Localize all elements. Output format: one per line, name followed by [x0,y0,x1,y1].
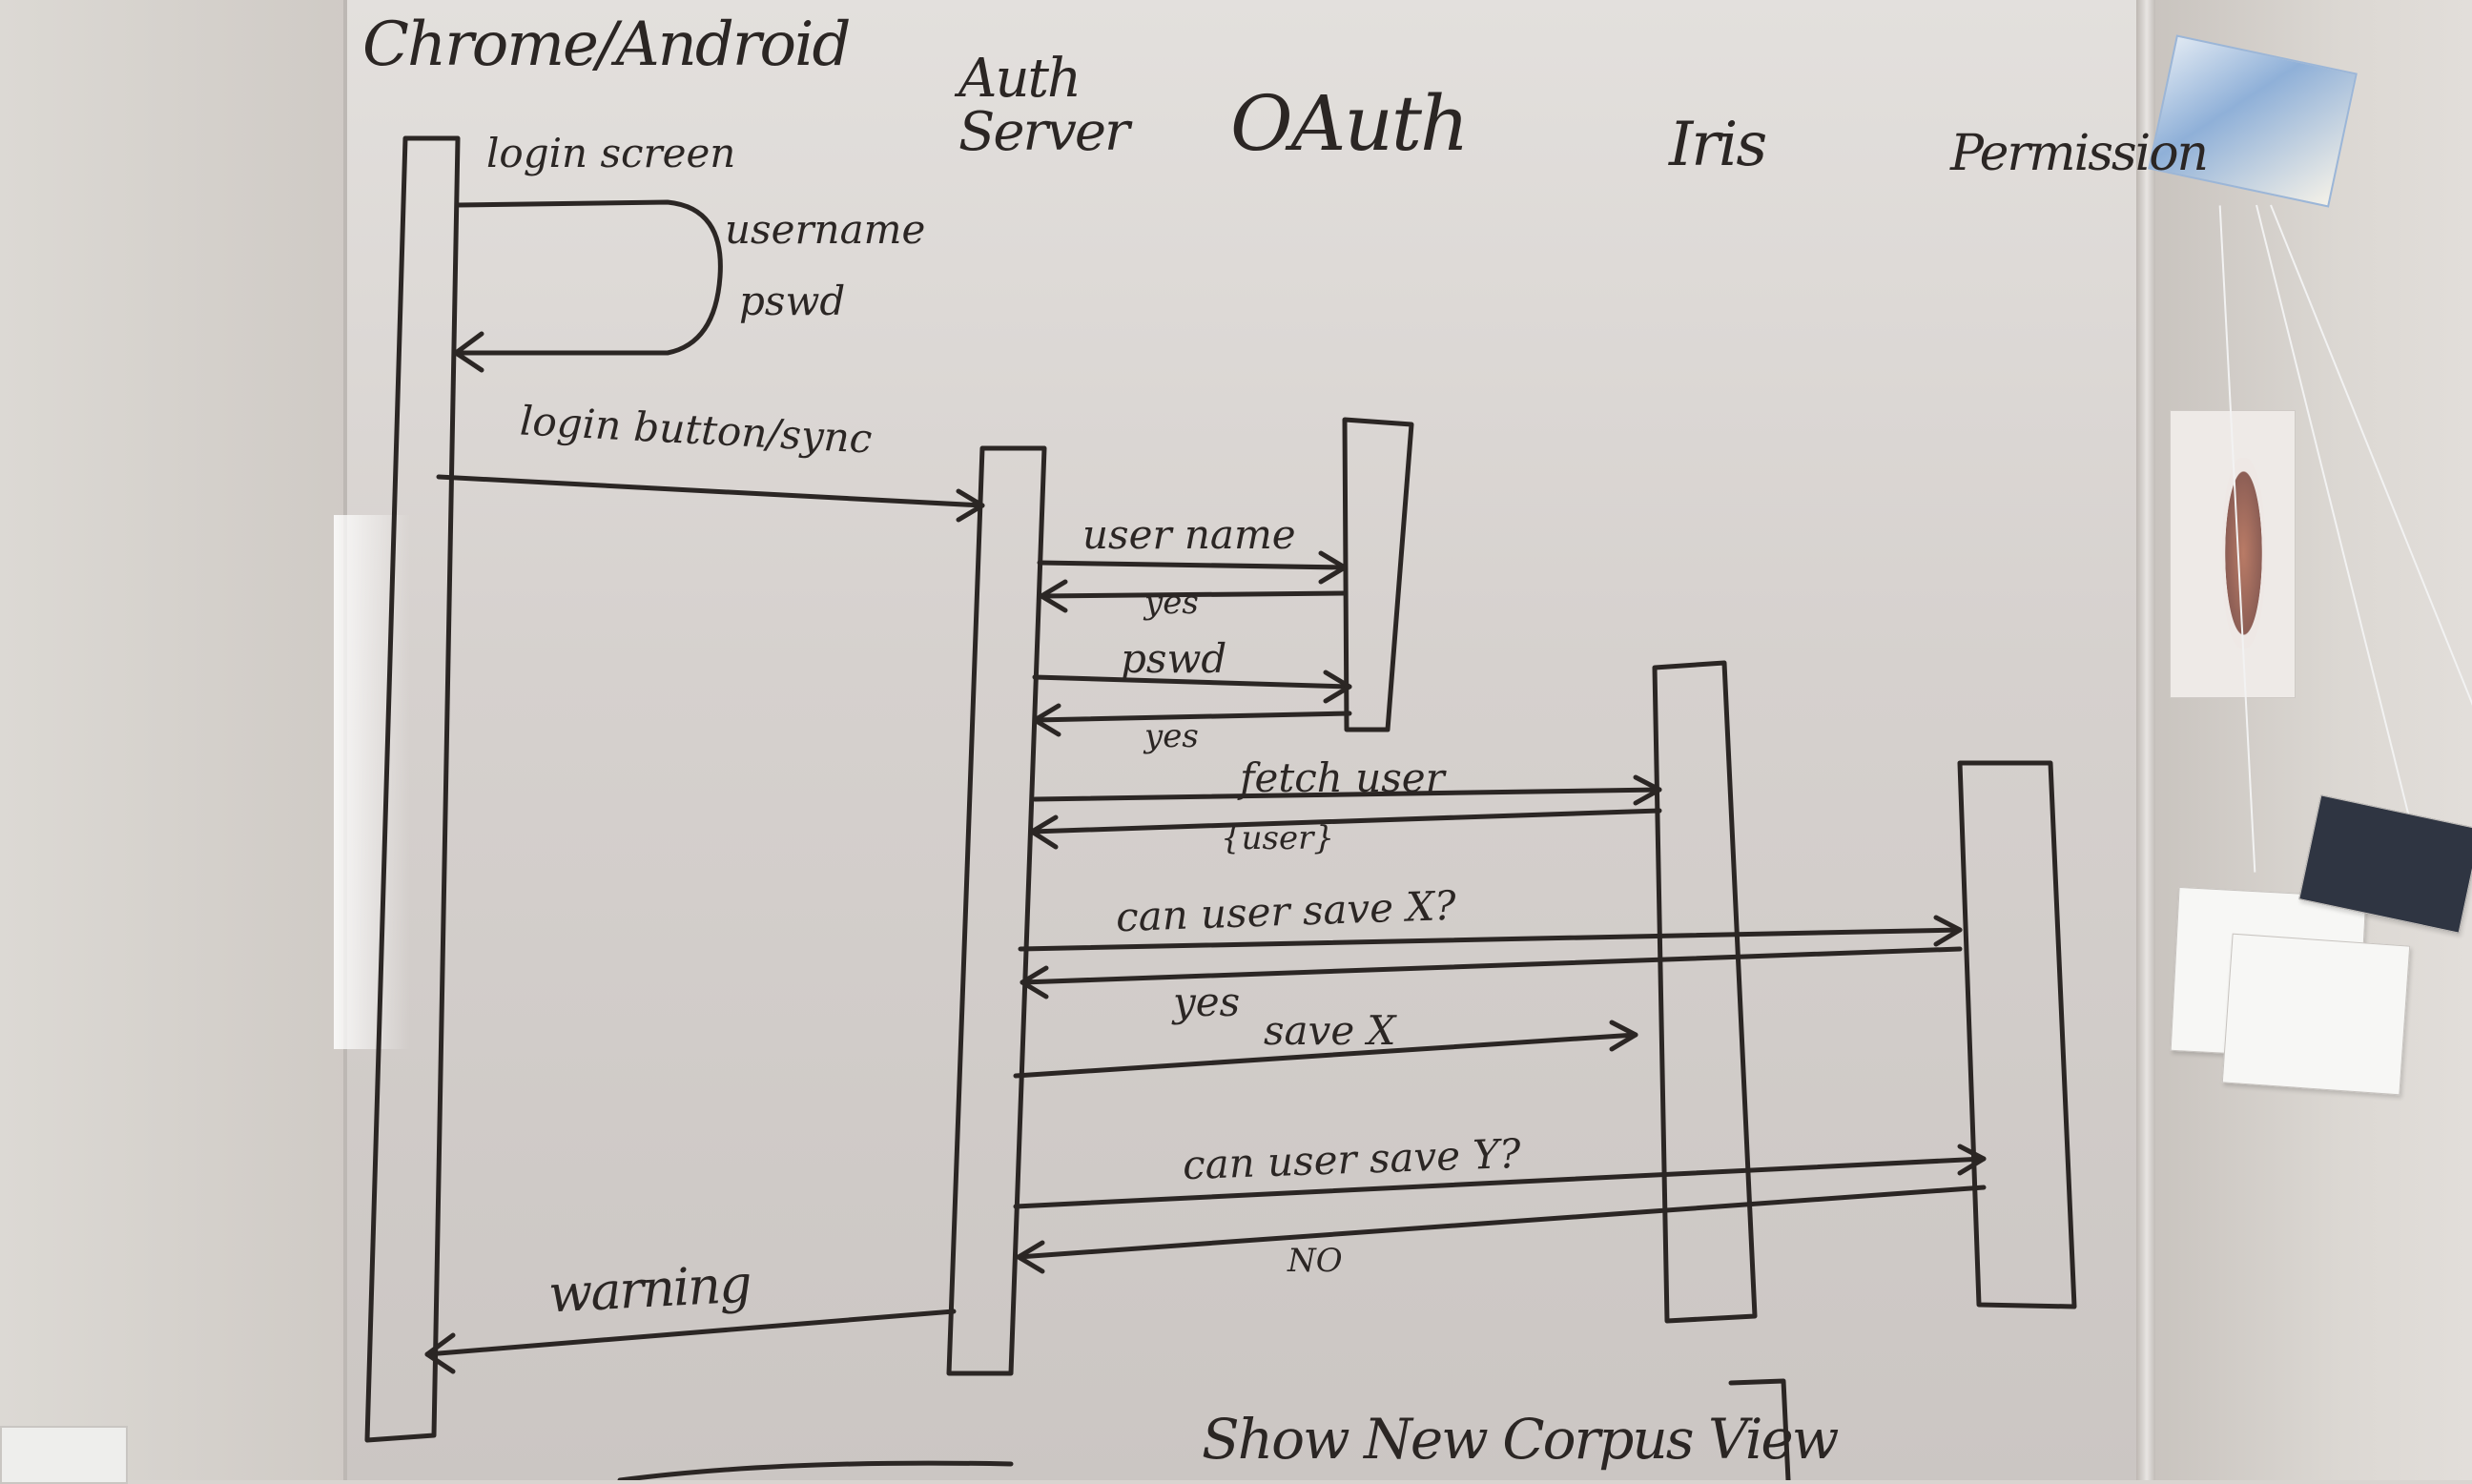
light-glare [334,515,410,1049]
lane-label-auth: Auth Server [958,48,1130,163]
wall-outlet [0,1426,128,1484]
msg-yes-1 [1039,590,1348,599]
bottom-line [617,1460,1014,1480]
msg-yes-3 [1020,946,1963,985]
self-message-loop [453,199,723,356]
label-user-name: user name [1082,511,1296,558]
msg-login-sync [436,474,985,508]
lifeline-iris [1652,660,1758,1324]
lane-label-permission: Permission [1950,125,2209,182]
label-warning: warning [546,1253,752,1325]
label-user-obj: {user} [1221,819,1334,857]
label-login-screen: login screen [486,130,736,176]
label-username: username [725,206,926,253]
msg-yes-2 [1032,711,1352,723]
lifeline-client [364,135,461,1443]
label-save-x: save X [1264,1007,1396,1054]
lane-label-client: Chrome/Android [362,10,851,80]
lane-label-iris: Iris [1669,110,1767,180]
arrow-head [453,331,484,373]
label-no: NO [1288,1242,1343,1280]
wall-right [2155,0,2472,1480]
footer-note: Show New Corpus View [1202,1407,1839,1472]
lifeline-oauth [1342,417,1414,732]
lifeline-permission [1957,760,2077,1309]
msg-user-name [1037,560,1348,570]
lane-label-oauth: OAuth [1230,79,1470,168]
label-can-save-y: can user save Y? [1182,1129,1522,1189]
label-can-save-x: can user save X? [1115,881,1457,941]
lifeline-auth [946,445,1047,1376]
msg-save-x [1013,1032,1638,1079]
msg-user-return [1029,808,1662,835]
label-pswd: pswd [1121,635,1227,682]
msg-warning [424,1309,957,1357]
msg-can-save-y [1013,1156,1987,1209]
board-frame-right [2136,0,2157,1480]
msg-can-save-x [1018,927,1963,952]
word-cloud-shape [2222,458,2265,649]
bottom-bracket [1728,1378,1791,1480]
msg-pswd [1032,674,1352,690]
wall-left [0,0,353,1480]
label-yes-3: yes [1173,979,1241,1025]
label-fetch-user: fetch user [1240,754,1445,801]
label-yes-1: yes [1144,584,1199,622]
msg-fetch-user [1032,787,1662,802]
label-pswd-self: pswd [739,278,846,324]
label-yes-2: yes [1144,717,1199,755]
whiteboard [343,0,2159,1480]
msg-no [1016,1185,1987,1260]
